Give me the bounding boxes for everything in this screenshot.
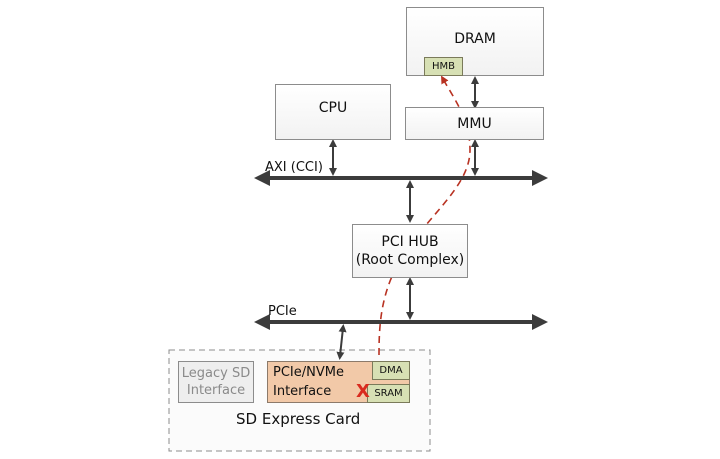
- legacy-sd-label: Legacy SD: [181, 366, 251, 381]
- root-complex-label: (Root Complex): [355, 252, 465, 268]
- nvme-interface-label: Interface: [273, 384, 332, 399]
- hmb-box: HMB: [424, 57, 463, 76]
- sram-box: SRAM: [367, 384, 410, 403]
- legacy-interface-label: Interface: [186, 383, 246, 398]
- mmu-label: MMU: [457, 115, 492, 132]
- pci-hub-box: PCI HUB (Root Complex): [352, 224, 468, 278]
- sram-disabled-x-icon: X: [356, 381, 370, 402]
- cpu-box: CPU: [275, 84, 391, 140]
- mmu-box: MMU: [405, 107, 544, 140]
- sram-label: SRAM: [374, 388, 403, 399]
- pcie-card-link: [336, 324, 347, 360]
- hmb-label: HMB: [431, 61, 455, 72]
- pci-hub-label: PCI HUB: [381, 234, 439, 250]
- nvme-label: PCIe/NVMe: [273, 365, 344, 380]
- pcie-bus-label: PCIe: [268, 304, 297, 319]
- sd-express-card-label: SD Express Card: [236, 410, 361, 428]
- axi-bus-label: AXI (CCI): [265, 160, 323, 175]
- dma-label: DMA: [379, 365, 403, 376]
- legacy-sd-interface-box: Legacy SD Interface: [178, 361, 254, 403]
- dma-box: DMA: [372, 361, 410, 380]
- dma-path-arrow: [378, 75, 471, 356]
- dram-label: DRAM: [454, 30, 496, 47]
- cpu-label: CPU: [318, 100, 348, 116]
